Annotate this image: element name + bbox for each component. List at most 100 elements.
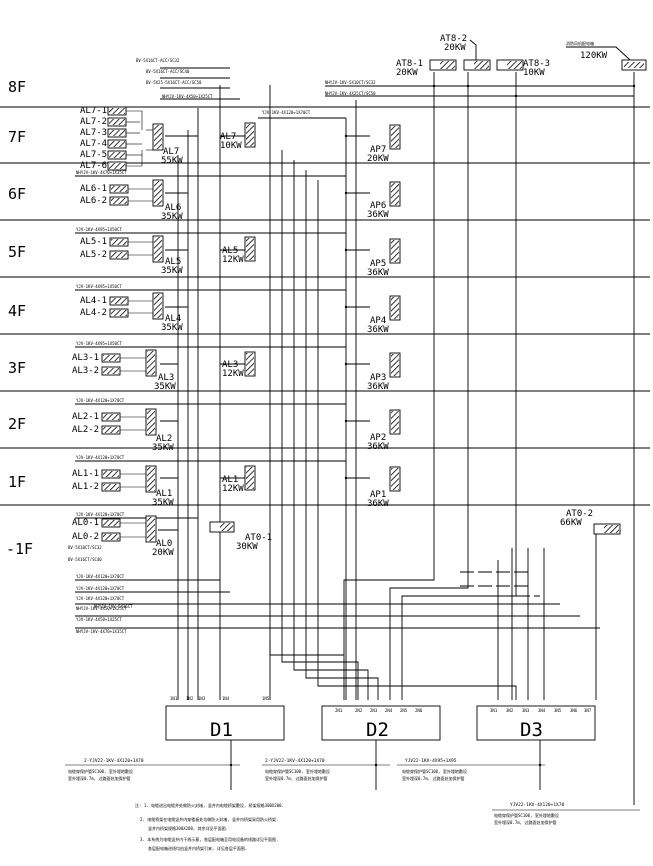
panel-at0-2[interactable]: AT0-2 66KW	[560, 509, 621, 535]
subboard-label: AL2-2	[72, 425, 99, 435]
board-port: 1N4	[222, 696, 230, 701]
note-line: 各层配电箱进线均由竖井内桥架引来, 详见各层平面图.	[148, 845, 247, 851]
subboard-label: AL7-2	[80, 117, 107, 127]
vertical-risers	[177, 72, 635, 805]
subboard[interactable]: AL7-3	[80, 128, 127, 138]
distribution-board-d3[interactable]: D3 3N1 3N2 3N3 3N4 3N5 3N6 3N7	[476, 705, 596, 741]
subboard[interactable]: AL6-1	[80, 184, 129, 194]
board-d1-box[interactable]	[165, 705, 285, 741]
panel-al5-lighting[interactable]: AL5 12KW	[222, 236, 256, 265]
board-d3-box[interactable]	[476, 705, 596, 741]
board-d3-label: D3	[520, 719, 543, 741]
panel-name: AL1	[222, 475, 238, 485]
subboard[interactable]: AL5-1	[80, 237, 129, 247]
panel-ap2[interactable]: AP2 36KW	[367, 409, 401, 452]
design-notes: 注: 1. 电缆进出电缆井处做防火封堵, 竖井内电缆桥架敷设, 桥架规格300X…	[135, 802, 284, 851]
subboards-b1: AL0-1 AL0-2	[72, 518, 146, 542]
panel-at8-3[interactable]: AT8-3 10KW	[496, 59, 550, 78]
panel-ap1[interactable]: AP1 36KW	[367, 466, 401, 509]
panel-name: AL5	[165, 257, 181, 267]
board-port: 3N1	[490, 708, 498, 713]
distribution-board-d2[interactable]: D2 2N1 2N2 2N3 2N4 2N5 2N6	[321, 705, 441, 741]
cable-label: YJV-1KV-4X120+1X70CT	[76, 574, 125, 579]
panel-power: 20KW	[444, 43, 466, 53]
incoming-cable: YJV22-1KV-4X120+1X70	[510, 802, 564, 808]
subboard[interactable]: AL0-2	[72, 532, 121, 542]
panel-power: 36KW	[367, 382, 389, 392]
subboard[interactable]: AL3-1	[72, 353, 121, 363]
cable-label: NHYJV-1KV-4X50+1X25CT	[162, 94, 213, 99]
panel-al3[interactable]: AL3 35KW	[145, 349, 176, 392]
panel-ap7[interactable]: AP7 20KW	[367, 124, 401, 164]
panel-ap4[interactable]: AP4 36KW	[367, 295, 401, 335]
panel-al7-lighting[interactable]: AL7 10KW	[220, 122, 256, 151]
board-d2-label: D2	[366, 719, 389, 741]
board-port: 3N5	[554, 708, 562, 713]
panel-name: AT0-2	[566, 509, 593, 519]
panel-at0-1[interactable]: AT0-1 30KW	[209, 521, 272, 552]
subboard-label: AL4-2	[80, 308, 107, 318]
panel-power: 20KW	[396, 68, 418, 78]
subboard[interactable]: AL7-4	[80, 139, 127, 149]
subboard[interactable]: AL4-1	[80, 296, 129, 306]
panel-al0[interactable]: AL0 20KW	[145, 515, 174, 558]
cable-label: BV-5X16CT-ACC/SC40	[146, 69, 190, 74]
subboard[interactable]: AL2-1	[72, 412, 121, 422]
subboard[interactable]: AL2-2	[72, 425, 121, 435]
panel-al1-lighting[interactable]: AL1 12KW	[222, 465, 256, 494]
subboard[interactable]: AL7-1	[80, 106, 127, 116]
subboard-label: AL6-2	[80, 196, 107, 206]
board-port: 1N3	[198, 696, 206, 701]
panel-power: 35KW	[154, 382, 176, 392]
incoming-note: 电缆穿保护管SC100, 室外埋地敷设	[494, 812, 559, 818]
cable-label: NHYJV-1KV-5X16CT	[94, 604, 133, 609]
subboard[interactable]: AL6-2	[80, 196, 129, 206]
board-port: 2N3	[370, 708, 378, 713]
panel-ap6[interactable]: AP6 36KW	[367, 181, 401, 220]
subboard[interactable]: AL7-6	[80, 161, 127, 171]
distribution-board-d1[interactable]: D1 1N1 1N2 1N3 1N4 1N5	[165, 696, 285, 741]
subboard-label: AL1-2	[72, 482, 99, 492]
panel-power: 36KW	[367, 442, 389, 452]
subboard[interactable]: AL7-2	[80, 117, 127, 127]
panel-al3-lighting[interactable]: AL3 12KW	[222, 351, 256, 379]
panel-al5[interactable]: AL5 35KW	[152, 235, 183, 276]
panel-at8-1[interactable]: AT8-1 20KW	[396, 59, 457, 78]
subboard[interactable]: AL1-1	[72, 469, 121, 479]
panel-power: 36KW	[367, 210, 389, 220]
panel-al2[interactable]: AL2 35KW	[145, 408, 174, 453]
board-d2-box[interactable]	[321, 705, 441, 741]
cable-label: BV-5X16CT-ACC/SC32	[136, 58, 180, 63]
subboard[interactable]: AL1-2	[72, 482, 121, 492]
panel-power: 35KW	[161, 266, 183, 276]
incoming-supply: 2-YJV22-1KV-4X120+1X70 电缆穿保护管SC100, 室外埋地…	[65, 740, 640, 825]
cable-label: NHYJV-1KV-5X10CT/SC32	[325, 80, 376, 85]
subboard[interactable]: AL0-1	[72, 518, 121, 528]
subboard[interactable]: AL7-5	[80, 150, 127, 160]
panel-at8-2[interactable]: AT8-2 20KW	[440, 34, 491, 71]
panel-fan[interactable]: 消防风机配电箱 120KW	[566, 40, 647, 71]
panel-power: 20KW	[367, 154, 389, 164]
panel-power: 35KW	[152, 498, 174, 508]
panel-power: 35KW	[161, 212, 183, 222]
panel-name: AT0-1	[245, 533, 272, 543]
floor-label: 5F	[8, 243, 26, 261]
panel-al4[interactable]: AL4 35KW	[152, 292, 183, 333]
panel-al6[interactable]: AL6 35KW	[152, 179, 183, 222]
panel-ap3[interactable]: AP3 36KW	[367, 352, 401, 392]
subboard[interactable]: AL5-2	[80, 250, 129, 260]
subboards-3f: AL3-1 AL3-2	[72, 353, 146, 376]
incoming-note: 室外埋深0.7m, 过路面处加保护管	[494, 819, 556, 825]
incoming-note: 室外埋深0.7m, 过路面处加保护管	[68, 775, 130, 781]
panel-al1[interactable]: AL1 35KW	[145, 465, 174, 508]
panel-ap5[interactable]: AP5 36KW	[367, 238, 401, 278]
floor-label: 8F	[8, 78, 26, 96]
incoming-note: 电缆穿保护管SC100, 室外埋地敷设	[265, 768, 330, 774]
panel-al7[interactable]: AL7 55KW	[146, 123, 183, 166]
subboard[interactable]: AL3-2	[72, 366, 121, 376]
board-port: 3N2	[506, 708, 514, 713]
floor-label: 7F	[8, 128, 26, 146]
note-line: 3. 本系统为电缆竖井内干线示意, 各层配电箱至用电设备的线路详见平面图.	[140, 836, 278, 842]
incoming-cable: YJV22-1KV-4X95+1X95	[405, 758, 457, 764]
subboard[interactable]: AL4-2	[80, 308, 129, 318]
